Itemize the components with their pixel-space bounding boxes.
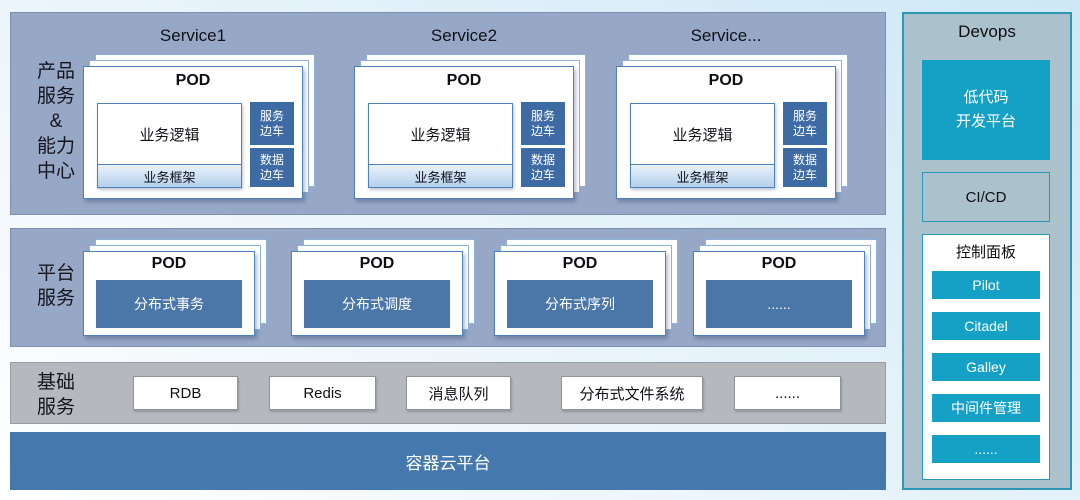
platform-pod-stack-3: POD 分布式序列 (494, 239, 678, 336)
pod-card: POD 分布式调度 (291, 251, 463, 336)
business-logic-box: 业务逻辑 业务框架 (97, 103, 242, 188)
band-platform-services-label: 平台 服务 (36, 263, 75, 310)
pod-label: POD (359, 255, 395, 272)
band-infrastructure-label: 基础 服务 (36, 372, 75, 419)
infra-box-more: ...... (734, 376, 841, 410)
band-container-cloud-platform: 容器云平台 (10, 432, 886, 490)
control-panel-item-more: ...... (932, 435, 1040, 463)
pod-card: POD 业务逻辑 业务框架 服务 边车 数据 边车 (616, 66, 836, 199)
cicd-box: CI/CD (922, 172, 1050, 222)
devops-panel: Devops 低代码 开发平台 CI/CD 控制面板 Pilot Citadel… (902, 12, 1072, 490)
business-framework-bar: 业务框架 (98, 164, 241, 187)
platform-pod-stack-1: POD 分布式事务 (83, 239, 267, 336)
control-panel: 控制面板 Pilot Citadel Galley 中间件管理 ...... (922, 234, 1050, 480)
pod-label: POD (761, 255, 797, 272)
business-logic-box: 业务逻辑 业务框架 (368, 103, 513, 188)
control-panel-item-galley: Galley (932, 353, 1040, 381)
distributed-sequence-bar: 分布式序列 (507, 280, 653, 328)
infra-box-redis: Redis (269, 376, 376, 410)
pod-card: POD 业务逻辑 业务框架 服务 边车 数据 边车 (354, 66, 574, 199)
infra-box-rdb: RDB (133, 376, 238, 410)
service-group-1: Service1 POD 业务逻辑 业务框架 服务 边车 数据 边车 (83, 13, 317, 216)
control-panel-title: 控制面板 (955, 244, 1016, 261)
business-framework-bar: 业务框架 (631, 164, 774, 187)
pod-stack: POD 业务逻辑 业务框架 服务 边车 数据 边车 (354, 54, 586, 199)
control-panel-item-middleware-management: 中间件管理 (932, 394, 1040, 422)
control-panel-item-pilot: Pilot (932, 271, 1040, 299)
business-logic-box: 业务逻辑 业务框架 (630, 103, 775, 188)
pod-label: POD (175, 72, 211, 89)
service-title: Service... (690, 26, 762, 45)
data-sidecar-box: 数据 边车 (250, 148, 294, 187)
business-framework-bar: 业务框架 (369, 164, 512, 187)
service-group-3: Service... POD 业务逻辑 业务框架 服务 边车 数据 边车 (616, 13, 850, 216)
distributed-transaction-bar: 分布式事务 (96, 280, 242, 328)
devops-title: Devops (958, 22, 1016, 41)
low-code-platform-box: 低代码 开发平台 (922, 60, 1050, 160)
business-logic-label: 业务逻辑 (139, 126, 200, 144)
service-sidecar-box: 服务 边车 (783, 102, 827, 145)
control-panel-buttons: Pilot Citadel Galley 中间件管理 ...... (923, 271, 1049, 463)
data-sidecar-box: 数据 边车 (521, 148, 565, 187)
distributed-scheduling-bar: 分布式调度 (304, 280, 450, 328)
container-cloud-platform-label: 容器云平台 (405, 453, 491, 473)
service-title: Service1 (159, 26, 227, 45)
service-sidecar-box: 服务 边车 (521, 102, 565, 145)
pod-card: POD 分布式序列 (494, 251, 666, 336)
pod-card: POD 业务逻辑 业务框架 服务 边车 数据 边车 (83, 66, 303, 199)
band-platform-services: 平台 服务 POD 分布式事务 POD 分布式调度 POD 分布式序列 (10, 228, 886, 347)
infra-box-message-queue: 消息队列 (406, 376, 511, 410)
more-services-bar: ...... (706, 280, 852, 328)
pod-stack: POD 业务逻辑 业务框架 服务 边车 数据 边车 (616, 54, 848, 199)
data-sidecar-box: 数据 边车 (783, 148, 827, 187)
platform-pod-stack-4: POD ...... (693, 239, 877, 336)
service-group-2: Service2 POD 业务逻辑 业务框架 服务 边车 数据 边车 (354, 13, 588, 216)
pod-label: POD (151, 255, 187, 272)
band-product-services: 产品 服务 & 能力 中心 Service1 POD 业务逻辑 业务框架 服务 … (10, 12, 886, 215)
band-product-services-label: 产品 服务 & 能力 中心 (36, 61, 75, 183)
business-logic-label: 业务逻辑 (672, 126, 733, 144)
pod-label: POD (562, 255, 598, 272)
pod-label: POD (708, 72, 744, 89)
control-panel-item-citadel: Citadel (932, 312, 1040, 340)
service-sidecar-box: 服务 边车 (250, 102, 294, 145)
pod-label: POD (446, 72, 482, 89)
band-infrastructure-services: 基础 服务 RDB Redis 消息队列 分布式文件系统 ...... (10, 362, 886, 424)
infra-box-distributed-file-system: 分布式文件系统 (561, 376, 703, 410)
service-title: Service2 (430, 26, 498, 45)
pod-stack: POD 业务逻辑 业务框架 服务 边车 数据 边车 (83, 54, 315, 199)
platform-pod-stack-2: POD 分布式调度 (291, 239, 475, 336)
pod-card: POD ...... (693, 251, 865, 336)
pod-card: POD 分布式事务 (83, 251, 255, 336)
business-logic-label: 业务逻辑 (410, 126, 471, 144)
